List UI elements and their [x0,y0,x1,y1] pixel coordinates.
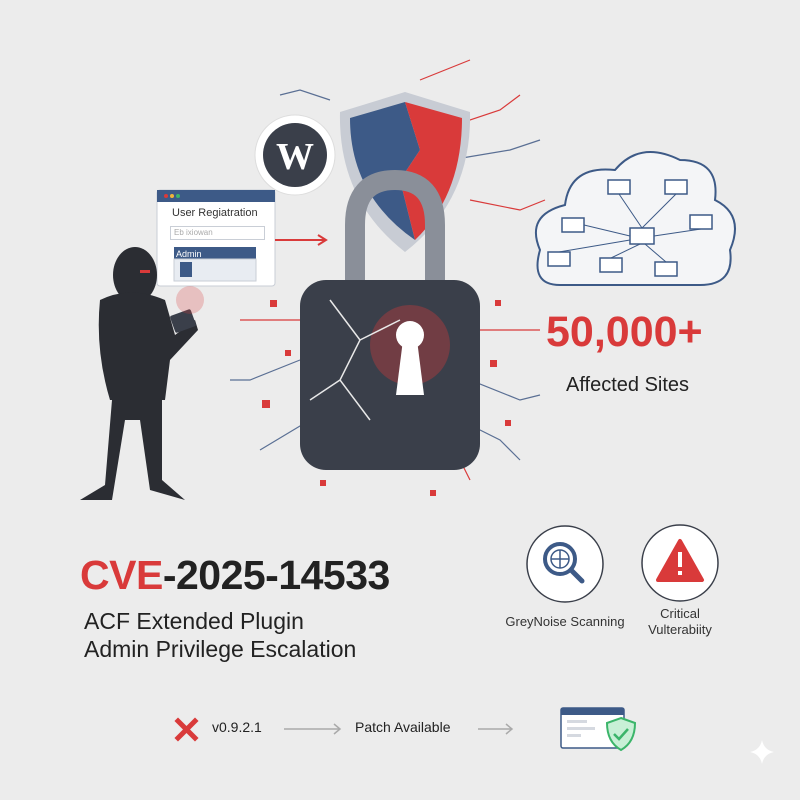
registration-input: Eb ixiowan [170,226,265,240]
critical-label-1: Critical [660,606,700,621]
affected-count: 50,000+ [546,308,703,356]
greynoise-label: GreyNoise Scanning [505,614,625,629]
patch-status: Patch Available [355,719,451,735]
subtitle-plugin: ACF Extended Plugin [84,608,304,634]
broken-padlock-icon [262,169,511,496]
sparkle-icon [750,740,774,764]
x-icon [174,717,199,742]
cve-title: CVE-2025-14533 [80,552,390,599]
arrow-icon [284,723,514,735]
cve-prefix: CVE [80,552,163,598]
subtitle-issue: Admin Privilege Escalation [84,636,357,662]
warning-icon [641,524,719,602]
affected-label: Affected Sites [566,374,690,396]
critical-label-2: Vulterabiity [648,622,712,637]
hooded-hacker-figure [80,247,204,500]
registration-title: User Regiatration [172,207,258,219]
svg-text:W: W [276,136,314,178]
globe-search-icon [526,525,604,603]
registration-window [156,189,328,287]
wordpress-logo-icon: W [254,114,336,196]
admin-role-label: Admin [176,249,202,259]
cloud-network-icon [535,151,736,286]
vulnerable-version: v0.9.2.1 [212,719,262,735]
cve-id: -2025-14533 [162,552,391,598]
patched-browser-shield-icon [560,707,637,752]
